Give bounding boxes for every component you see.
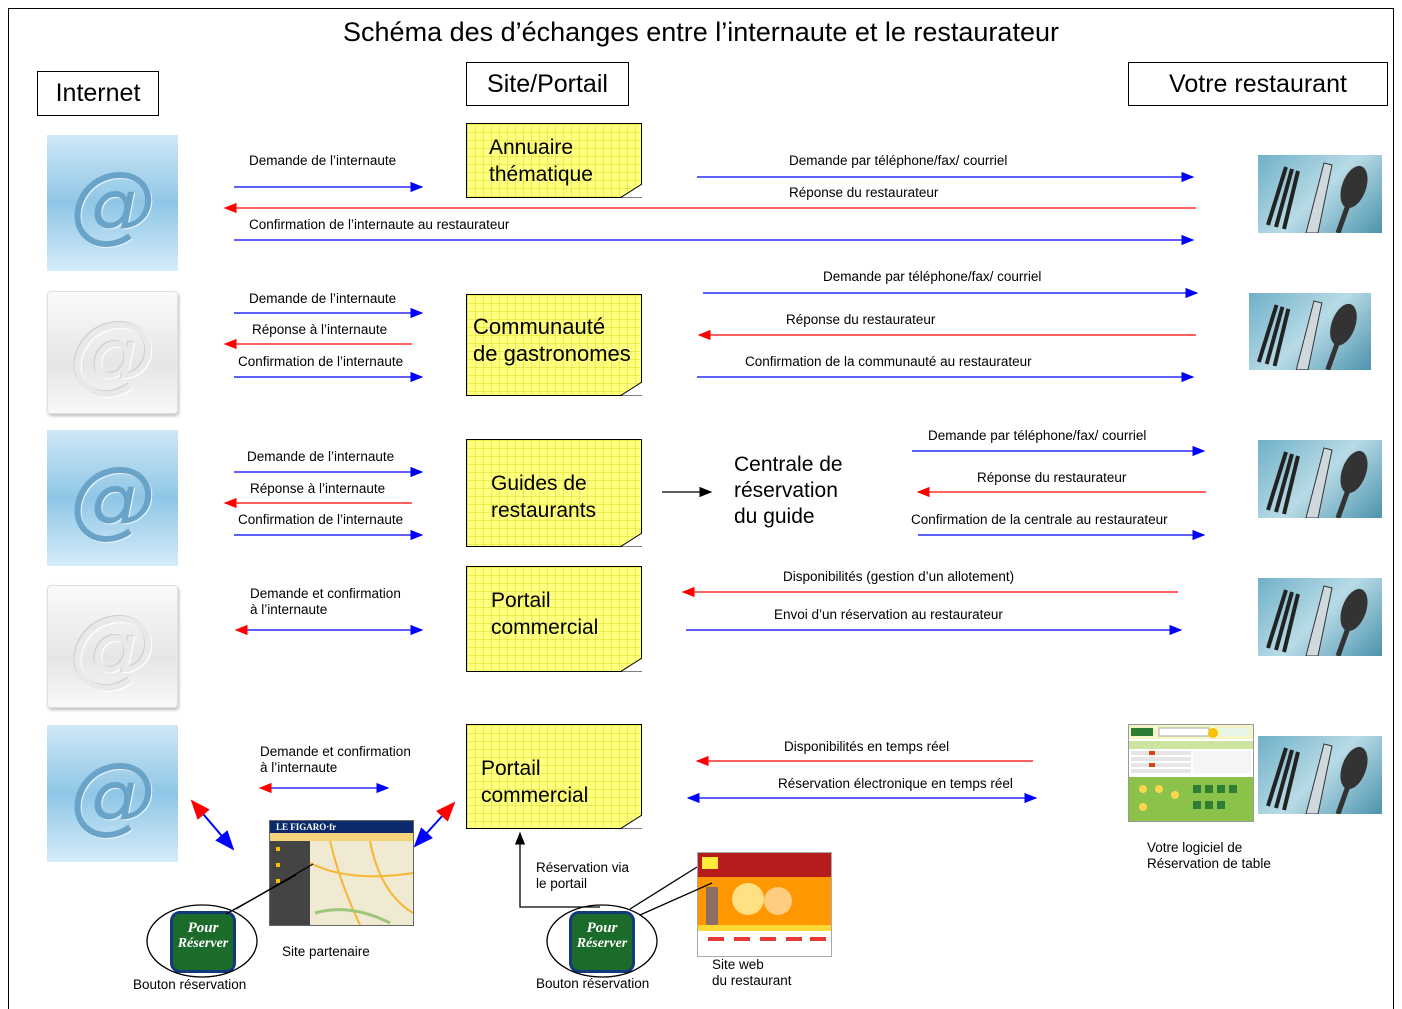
row5-right-availability: Disponibilités en temps réel <box>784 739 950 754</box>
row2-left-confirm: Confirmation de l’internaute <box>238 354 404 369</box>
partner-site-label: Site partenaire <box>282 944 370 959</box>
arrow-icon <box>413 801 456 848</box>
portal-label: Guides de restaurants <box>491 472 597 522</box>
diagram-title: Schéma des d’échanges entre l’internaute… <box>343 17 1059 47</box>
at-sign-icon: @ <box>47 430 178 566</box>
at-sign-icon: @ <box>47 725 178 862</box>
reservation-button-line1: Pour <box>187 920 219 936</box>
partner-site-screenshot: LE FIGARO·fr <box>269 820 414 926</box>
reservation-button-line2: Réserver <box>177 936 229 951</box>
row5-left: Demande et confirmation à l’internaute <box>260 744 411 775</box>
portal-label: Portail commercial <box>481 757 589 807</box>
at-sign-icon: @ <box>47 585 178 708</box>
reservation-button-label-1: Bouton réservation <box>133 977 247 992</box>
cutlery-icon <box>1258 578 1382 656</box>
figaro-logo: LE FIGARO·fr <box>270 821 413 833</box>
row4-right-availability: Disponibilités (gestion d’un allotement) <box>783 569 1015 584</box>
row1-confirmation: Confirmation de l’internaute au restaura… <box>249 217 510 232</box>
at-sign-icon: @ <box>47 291 178 414</box>
row3-right-confirm: Confirmation de la centrale au restaurat… <box>911 512 1168 527</box>
cutlery-icon <box>1258 736 1382 814</box>
column-header-internet: Internet <box>37 71 159 116</box>
row1-right-response: Réponse du restaurateur <box>789 185 939 200</box>
row4-left: Demande et confirmation à l’internaute <box>250 586 401 617</box>
cutlery-icon <box>1258 155 1382 233</box>
row1-left-demand: Demande de l’internaute <box>249 153 397 168</box>
portal-guides: Guides de restaurants <box>466 439 642 547</box>
restaurant-website-screenshot <box>697 852 832 957</box>
callout-ellipse <box>546 904 658 978</box>
row3-left-response: Réponse à l’internaute <box>250 481 386 496</box>
callout-ellipse <box>146 904 258 978</box>
column-header-restaurant: Votre restaurant <box>1128 62 1388 106</box>
reservation-button-line1: Pour <box>586 920 618 936</box>
row5-right-reservation: Réservation électronique en temps réel <box>778 776 1013 791</box>
row1-right-demand: Demande par téléphone/fax/ courriel <box>789 153 1008 168</box>
cutlery-icon <box>1258 440 1382 518</box>
portal-label: Communauté de gastronomes <box>473 314 631 366</box>
portal-commercial-1: Portail commercial <box>466 566 642 672</box>
row3-right-response: Réponse du restaurateur <box>977 470 1127 485</box>
row3-left-confirm: Confirmation de l’internaute <box>238 512 404 527</box>
software-label: Votre logiciel de Réservation de table <box>1147 840 1271 871</box>
row2-right-confirm: Confirmation de la communauté au restaur… <box>745 354 1032 369</box>
central-reservation-label: Centrale de réservation du guide <box>734 453 843 528</box>
row3-left-demand: Demande de l’internaute <box>247 449 395 464</box>
row4-right-send: Envoi d’un réservation au restaurateur <box>774 607 1003 622</box>
arrow-icon <box>514 831 600 908</box>
reservation-software-screenshot <box>1128 724 1254 822</box>
at-sign-icon: @ <box>47 135 178 271</box>
row2-left-demand: Demande de l’internaute <box>249 291 397 306</box>
portal-communaute: Communauté de gastronomes <box>466 294 642 396</box>
reservation-button-label-2: Bouton réservation <box>536 976 650 991</box>
row2-left-response: Réponse à l’internaute <box>252 322 388 337</box>
column-header-site: Site/Portail <box>466 62 629 106</box>
portal-annuaire: Annuaire thématique <box>466 123 642 198</box>
row2-right-demand: Demande par téléphone/fax/ courriel <box>823 269 1042 284</box>
portal-commercial-2: Portail commercial <box>466 724 642 829</box>
cutlery-icon <box>1249 293 1371 370</box>
portal-label: Annuaire thématique <box>489 136 593 186</box>
restaurant-site-label: Site web du restaurant <box>712 957 792 988</box>
reservation-button-graphic[interactable]: Pour Réserver <box>569 911 635 973</box>
diagram-frame <box>8 8 1394 1009</box>
via-portal-label: Réservation via le portail <box>536 860 630 891</box>
reservation-button-line2: Réserver <box>576 936 628 951</box>
reservation-button-graphic[interactable]: Pour Réserver <box>170 911 236 973</box>
row3-right-demand: Demande par téléphone/fax/ courriel <box>928 428 1147 443</box>
row2-right-response: Réponse du restaurateur <box>786 312 936 327</box>
arrow-icon <box>190 799 235 851</box>
portal-label: Portail commercial <box>491 589 599 639</box>
